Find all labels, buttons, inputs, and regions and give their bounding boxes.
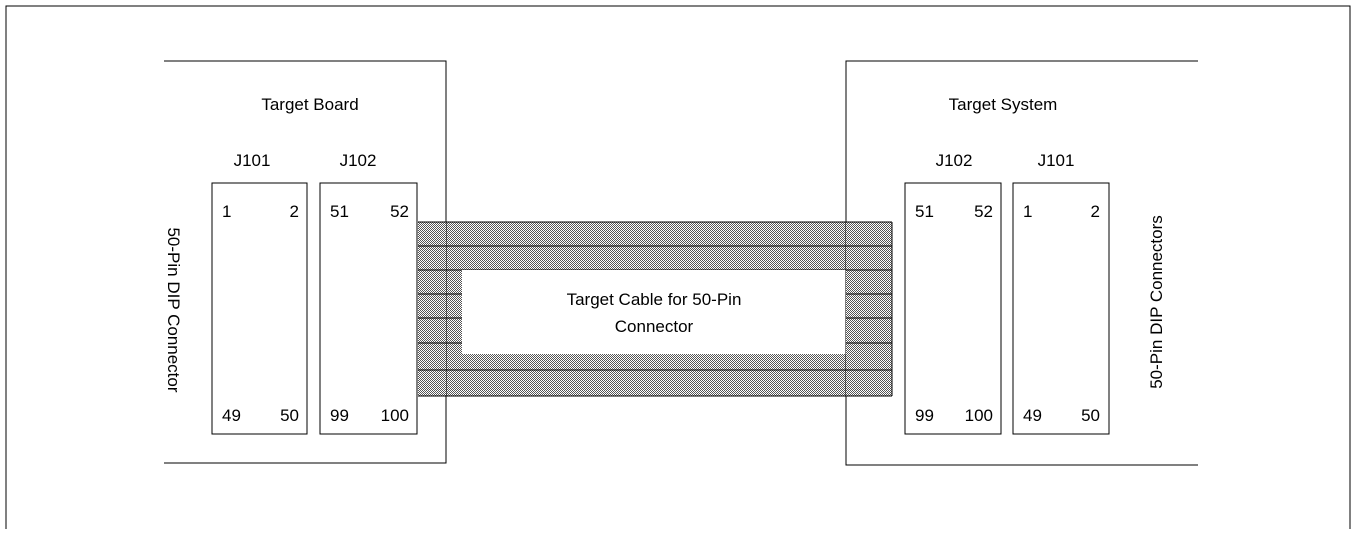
- cable-label-line2: Connector: [615, 317, 694, 336]
- pin-label: 2: [290, 202, 299, 221]
- pin-label: 49: [1023, 406, 1042, 425]
- cable-entry-left: [418, 221, 446, 397]
- left-connector-j102: J102 51 52 99 100: [319, 151, 418, 435]
- left-board-side-label: 50-Pin DIP Connector: [164, 227, 183, 392]
- cable-label-line1: Target Cable for 50-Pin: [567, 290, 742, 309]
- pin-label: 52: [974, 202, 993, 221]
- left-board-title: Target Board: [261, 95, 358, 114]
- connector-name: J101: [234, 151, 271, 170]
- connector-box: [904, 182, 1002, 435]
- outer-frame: [5, 5, 1351, 534]
- pin-label: 1: [222, 202, 231, 221]
- left-board: Target Board 50-Pin DIP Connector J101 1…: [164, 60, 447, 464]
- right-connector-j102: J102 51 52 99 100: [904, 151, 1002, 435]
- pin-label: 50: [1081, 406, 1100, 425]
- pin-label: 100: [381, 406, 409, 425]
- right-board-side-label: 50-Pin DIP Connectors: [1147, 215, 1166, 389]
- pin-label: 100: [965, 406, 993, 425]
- connector-name: J102: [936, 151, 973, 170]
- pin-label: 49: [222, 406, 241, 425]
- connector-box: [1012, 182, 1110, 435]
- connector-box: [211, 182, 308, 435]
- pin-label: 52: [390, 202, 409, 221]
- pin-label: 99: [915, 406, 934, 425]
- right-board: Target System 50-Pin DIP Connectors J102…: [845, 60, 1198, 466]
- pin-label: 51: [915, 202, 934, 221]
- right-board-title: Target System: [949, 95, 1058, 114]
- target-cable: Target Cable for 50-Pin Connector: [417, 221, 893, 397]
- connector-name: J101: [1038, 151, 1075, 170]
- pin-label: 1: [1023, 202, 1032, 221]
- right-connector-j101: J101 1 2 49 50: [1012, 151, 1110, 435]
- cable-label-box: [462, 270, 846, 354]
- pin-label: 2: [1091, 202, 1100, 221]
- connector-box: [319, 182, 418, 435]
- pin-label: 51: [330, 202, 349, 221]
- connector-name: J102: [340, 151, 377, 170]
- left-connector-j101: J101 1 2 49 50: [211, 151, 308, 435]
- cable-entry-right: [846, 221, 893, 397]
- pin-label: 99: [330, 406, 349, 425]
- pin-label: 50: [280, 406, 299, 425]
